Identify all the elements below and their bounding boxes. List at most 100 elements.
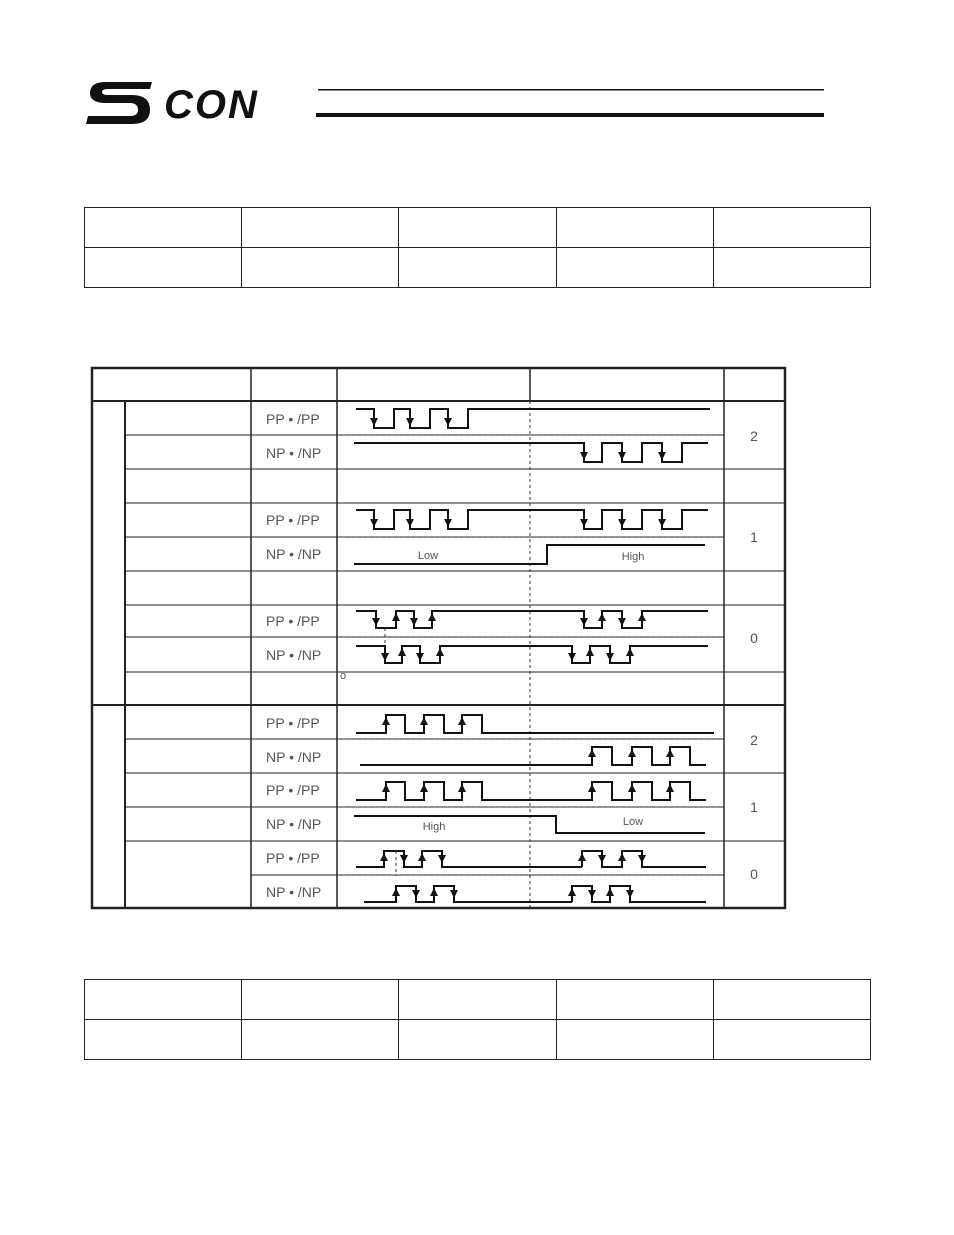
parameter-value: 2 (750, 732, 758, 748)
logo-con-text: CON (164, 83, 259, 127)
signal-label: NP • /NP (266, 546, 321, 562)
signal-label: PP • /PP (266, 613, 320, 629)
pulse-waveforms (337, 408, 724, 903)
signal-label: PP • /PP (266, 411, 320, 427)
falling-edge-arrow (598, 855, 606, 863)
falling-edge-arrow (638, 855, 646, 863)
table-cell (83, 979, 243, 1020)
level-label: Low (623, 816, 643, 828)
table-row (83, 1019, 872, 1060)
waveform-line (364, 885, 462, 903)
table-cell (83, 1019, 243, 1060)
table-cell (241, 207, 400, 248)
rising-edge-arrow (436, 648, 444, 656)
signal-label: PP • /PP (266, 850, 320, 866)
table-cell (241, 1019, 400, 1060)
rising-edge-arrow (628, 784, 636, 792)
waveform-line (354, 815, 705, 834)
parameter-value: 1 (750, 799, 758, 815)
falling-edge-arrow (626, 890, 634, 898)
table-cell (555, 979, 714, 1020)
falling-edge-arrow (438, 855, 446, 863)
waveform-line (356, 781, 490, 801)
signal-label: NP • /NP (266, 816, 321, 832)
table-row (83, 247, 872, 288)
parameter-value: 2 (750, 428, 758, 444)
level-label: High (622, 551, 645, 563)
table-cell (83, 247, 243, 288)
falling-edge-arrow (412, 890, 420, 898)
level-labels: Low High High Low o (340, 550, 644, 833)
table-cell (712, 1019, 872, 1060)
table-cell (398, 207, 557, 248)
rising-edge-arrow (618, 853, 626, 861)
note-mark: o (340, 670, 346, 682)
table-cell (555, 1019, 714, 1060)
rising-edge-arrow (420, 717, 428, 725)
parameter-value: 0 (750, 866, 758, 882)
pulse-timing-diagram: PP • /PP NP • /NP PP • /PP NP • /NP PP •… (90, 366, 787, 910)
falling-edge-arrow (406, 418, 414, 426)
waveform-line (354, 544, 705, 565)
rising-edge-arrow (586, 648, 594, 656)
rising-edge-arrow (578, 853, 586, 861)
falling-edge-arrow (580, 452, 588, 460)
falling-edge-arrow (580, 519, 588, 527)
signal-label: PP • /PP (266, 715, 320, 731)
parameter-values: 2 1 0 2 1 0 (750, 428, 758, 882)
falling-edge-arrow (618, 618, 626, 626)
waveform-line (590, 746, 706, 766)
table-cell (712, 247, 872, 288)
rising-edge-arrow (398, 648, 406, 656)
falling-edge-arrow (370, 519, 378, 527)
falling-edge-arrow (444, 519, 452, 527)
table-row (83, 207, 872, 248)
signal-label: NP • /NP (266, 647, 321, 663)
falling-edge-arrow (580, 618, 588, 626)
diagram-grid (90, 366, 787, 910)
waveform-line (356, 714, 490, 734)
rising-edge-arrow (458, 784, 466, 792)
signal-labels: PP • /PP NP • /NP PP • /PP NP • /NP PP •… (266, 411, 321, 900)
table-row (83, 979, 872, 1020)
falling-edge-arrow (658, 452, 666, 460)
rising-edge-arrow (392, 888, 400, 896)
table-cell (398, 979, 557, 1020)
scon-logo: CON (86, 82, 824, 127)
rising-edge-arrow (628, 749, 636, 757)
table-cell (398, 1019, 557, 1060)
falling-edge-arrow (618, 519, 626, 527)
table-cell (241, 979, 400, 1020)
table-cell (712, 979, 872, 1020)
rising-edge-arrow (382, 717, 390, 725)
falling-edge-arrow (588, 890, 596, 898)
signal-label: NP • /NP (266, 749, 321, 765)
waveform-line (582, 509, 708, 530)
table-cell (555, 247, 714, 288)
rising-edge-arrow (430, 888, 438, 896)
falling-edge-arrow (568, 653, 576, 661)
falling-edge-arrow (410, 618, 418, 626)
waveform-line (582, 781, 706, 801)
falling-edge-arrow (444, 418, 452, 426)
rising-edge-arrow (666, 749, 674, 757)
waveform-line (582, 442, 708, 463)
rising-edge-arrow (420, 784, 428, 792)
falling-edge-arrow (370, 418, 378, 426)
falling-edge-arrow (400, 855, 408, 863)
falling-edge-arrow (618, 452, 626, 460)
table-cell (83, 207, 243, 248)
rising-edge-arrow (428, 613, 436, 621)
waveform-line (356, 408, 475, 429)
rising-edge-arrow (638, 613, 646, 621)
bottom-table (83, 979, 872, 1060)
logo-rule-thick (316, 113, 824, 117)
rising-edge-arrow (588, 784, 596, 792)
rising-edge-arrow (458, 717, 466, 725)
waveform-line (356, 509, 475, 530)
rising-edge-arrow (626, 648, 634, 656)
level-label: High (423, 821, 446, 833)
rising-edge-arrow (382, 784, 390, 792)
table-cell (398, 247, 557, 288)
table-cell (241, 247, 400, 288)
